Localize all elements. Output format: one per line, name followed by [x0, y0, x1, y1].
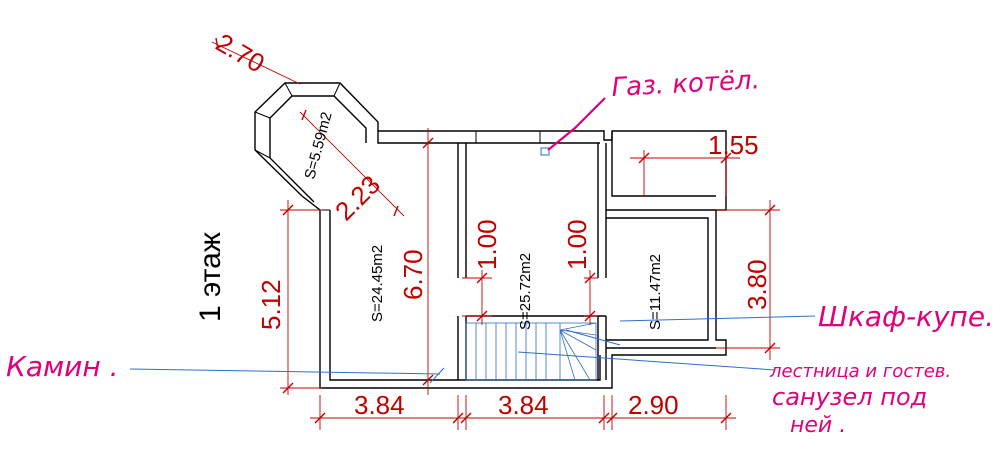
dim-opening-left: 1.00: [472, 219, 502, 270]
dim-small-room-height: 3.80: [742, 259, 772, 310]
note-stairs-line-3: ней .: [790, 413, 846, 438]
note-stairs-line-1: лестница и гостев.: [769, 361, 951, 382]
dimension-labels: 2.70 2.23 1.55 5.12 6.70 1.00 1.00 3.80 …: [211, 27, 772, 420]
note-fireplace: Камин .: [6, 350, 118, 383]
walls: [254, 82, 727, 389]
area-living: S=24.45m2: [369, 245, 386, 322]
dim-right-top: 1.55: [708, 130, 759, 160]
boiler-symbol: [540, 147, 550, 156]
annotations: Газ. котёл. Камин . Шкаф-купе. лестница …: [6, 65, 994, 438]
staircase: [465, 322, 597, 381]
dim-bottom-mid: 3.84: [498, 390, 549, 420]
dim-living-height: 6.70: [398, 249, 428, 300]
area-room: S=11.47m2: [647, 254, 664, 330]
note-stairs-line-2: санузел под: [772, 383, 927, 411]
dim-bay-width: 2.70: [211, 27, 270, 78]
floor-label: 1 этаж: [194, 232, 227, 322]
area-hall: S=25.72m2: [517, 253, 534, 330]
dimension-lines: [211, 37, 780, 430]
note-wardrobe: Шкаф-купе.: [818, 300, 994, 333]
area-bay: S=5.59m2: [301, 110, 335, 181]
dim-bottom-left: 3.84: [354, 390, 405, 420]
leader-lines: [129, 97, 816, 375]
dim-bay-inner: 2.23: [329, 169, 386, 226]
note-boiler: Газ. котёл.: [611, 65, 761, 103]
dim-opening-right: 1.00: [562, 219, 592, 270]
dim-bottom-right: 2.90: [628, 390, 679, 420]
dim-left-height: 5.12: [256, 279, 286, 330]
fireplace-marker: [429, 367, 445, 384]
